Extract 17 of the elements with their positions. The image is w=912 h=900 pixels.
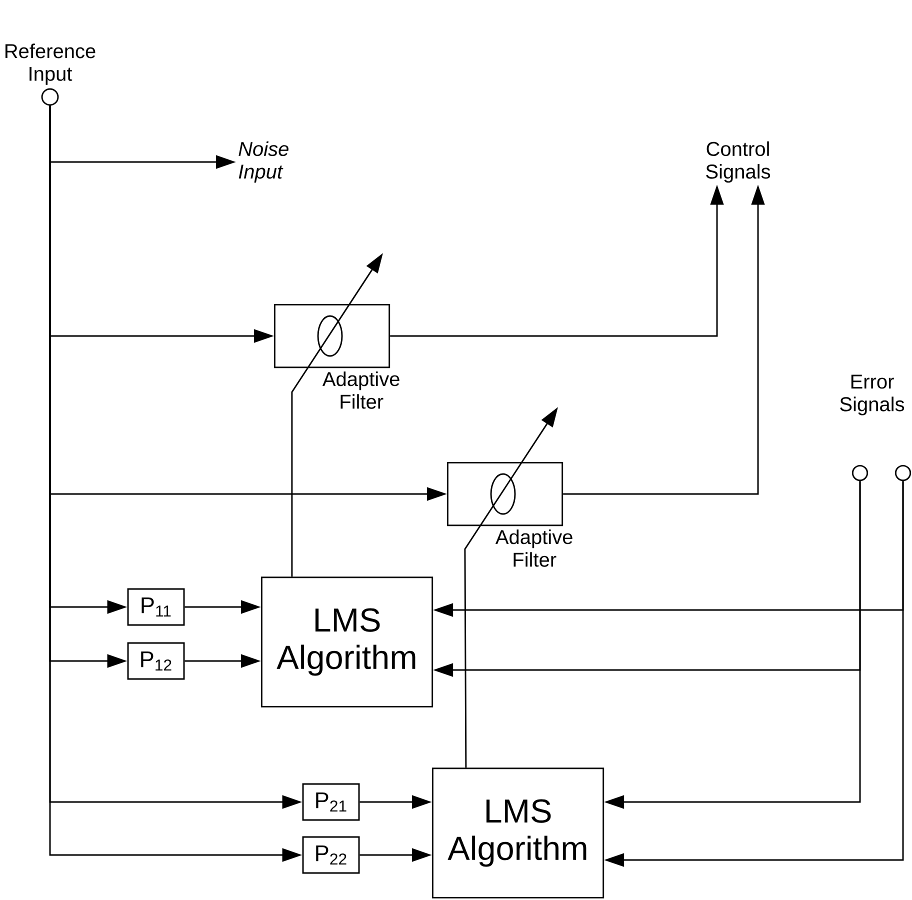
node-label: Adaptive Filter bbox=[495, 529, 572, 567]
adaptive-filter-box: Adaptive Filter bbox=[446, 462, 572, 567]
error-terminal bbox=[852, 464, 868, 482]
transfer-box: P$_{12}$ bbox=[127, 642, 185, 680]
error-terminal bbox=[894, 464, 912, 482]
signal-label: Noise Input bbox=[238, 141, 288, 183]
adaptive-filter-box: Adaptive Filter bbox=[274, 304, 400, 409]
node-label: Reference Input bbox=[6, 44, 96, 85]
signal-label: Error Signals bbox=[840, 374, 904, 416]
input-terminal: Reference Input bbox=[6, 44, 96, 106]
signal-label: Control Signals bbox=[706, 141, 770, 183]
transfer-box: P$_{21}$ bbox=[302, 783, 360, 821]
transfer-box: P$_{22}$ bbox=[302, 836, 360, 874]
lms-algorithm-box: LMS Algorithm bbox=[432, 768, 604, 898]
transfer-box: P$_{11}$ bbox=[127, 588, 185, 626]
node-label: Adaptive Filter bbox=[322, 371, 400, 409]
lms-algorithm-box: LMS Algorithm bbox=[260, 576, 434, 708]
